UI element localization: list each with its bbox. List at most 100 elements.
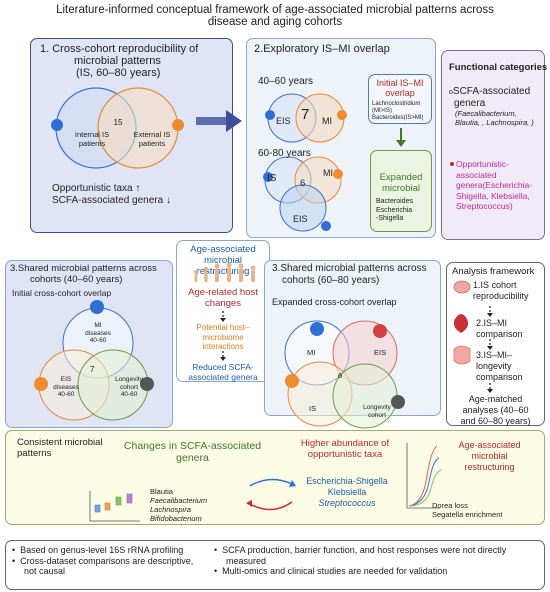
dot-longevity-40-60 [140,377,154,391]
scfa-genera-list: (Faecalibacterium,Blautia, , Lachnospira… [455,109,534,127]
panel4-subheading: Expanded cross-cohort overlap [272,297,397,307]
limitations-right: • SCFA production, barrier function, and… [214,545,507,576]
limitation-16s: Based on genus-level 16S rRNA profiling [20,545,184,555]
dot-is-60-80 [263,172,273,182]
limitations-panel [5,540,545,590]
limitation-not-measured: SCFA production, barrier function, and h… [222,545,507,555]
limitation-descriptive: Cross-dataset comparisons are descriptiv… [20,555,194,566]
dot-eis-60-80 [321,221,331,231]
limitation-validation: Multi-omics and clinical studies are nee… [222,566,448,576]
heart-icon [453,314,469,333]
panel4-is-label: IS [309,404,317,413]
expanded-microbial-box [370,150,432,232]
framework-heading: Analysis framework [452,266,535,277]
venn-eis-60-80 [279,184,327,232]
center-reduced-scfa: Reduced SCFA-associated genera [188,362,258,382]
functional-heading: Functional categories [449,62,548,73]
panel2-overlap-60-80: 6 [300,178,306,189]
dot-mi-60-80 [310,322,324,336]
panel1-heading-line1: 1. Cross-cohort reproducibility of [40,43,199,55]
panel2-heading: 2.Exploratory IS–MI overlap [254,43,390,55]
title-line-2: disease and aging cohorts [207,16,343,28]
panel3-overlap-count: 7 [90,365,95,374]
opportunistic-note: Opportunistic taxa ↑ [52,183,141,194]
dot-eis-40-60 [34,377,48,391]
panel2-mi-label: MI [322,116,332,126]
panel4-mi-label: MI [307,348,316,357]
panel4-overlap-count: 6 [338,371,343,380]
panel1-heading-line3: (IS, 60–80 years) [76,67,161,79]
panel2-is-label: IS [267,173,277,184]
panel3-subheading: Initial cross-cohort overlap [12,288,112,298]
limitations-left: • Based on genus-level 16S rRNA profilin… [12,545,194,576]
panel4-eis-label: EIS [374,348,387,357]
dot-mi-40-60 [337,110,347,120]
brain-icon [453,280,471,294]
dot-mi-40-60 [90,300,104,314]
panel1-heading-line2: microbial patterns [74,55,161,67]
dot-eis-60-80 [373,324,387,338]
panel2-eis2-label: EIS [293,214,308,224]
functional-categories-panel [441,50,545,240]
dot-longevity-60-80 [391,395,405,409]
scfa-note: SCFA-associated genera ↓ [52,195,171,206]
panel1-heading: 1. Cross-cohort reproducibility of micro… [40,43,198,79]
dot-eis-40-60 [265,110,275,120]
title-line-1: Literature-informed conceptual framework… [56,4,494,16]
panel2-eis-label: EIS [276,116,291,126]
panel2-age-40-60: 40–60 years [258,76,314,87]
panel2-overlap-40-60: 7 [301,106,310,123]
scfa-category: oSCFA-associated genera [449,86,531,109]
initial-overlap-items: Lachnoclostridium(MI>IS)Bacteroides(IS>M… [372,101,424,121]
intestine-icon [453,345,471,365]
venn-external-dot [172,119,184,131]
venn-internal-dot [51,119,63,131]
figure-title: Literature-informed conceptual framework… [0,4,550,28]
dot-mi-60-80 [333,169,343,179]
panel1-overlap-count: 15 [113,118,123,127]
scfa-genus-list: Blautia Faecalibacterium Lachnospira Bif… [150,487,208,523]
panel1-notes: Opportunistic taxa ↑ SCFA-associated gen… [52,183,171,207]
initial-overlap-box [368,74,432,124]
panel2-mi2-label: MI [323,168,333,178]
opportunistic-taxa-list: Escherichia-Shigella Klebsiella Streptoc… [306,476,388,508]
dot-is-60-80 [285,374,299,388]
panel2-age-60-80: 60-80 years [258,148,311,159]
